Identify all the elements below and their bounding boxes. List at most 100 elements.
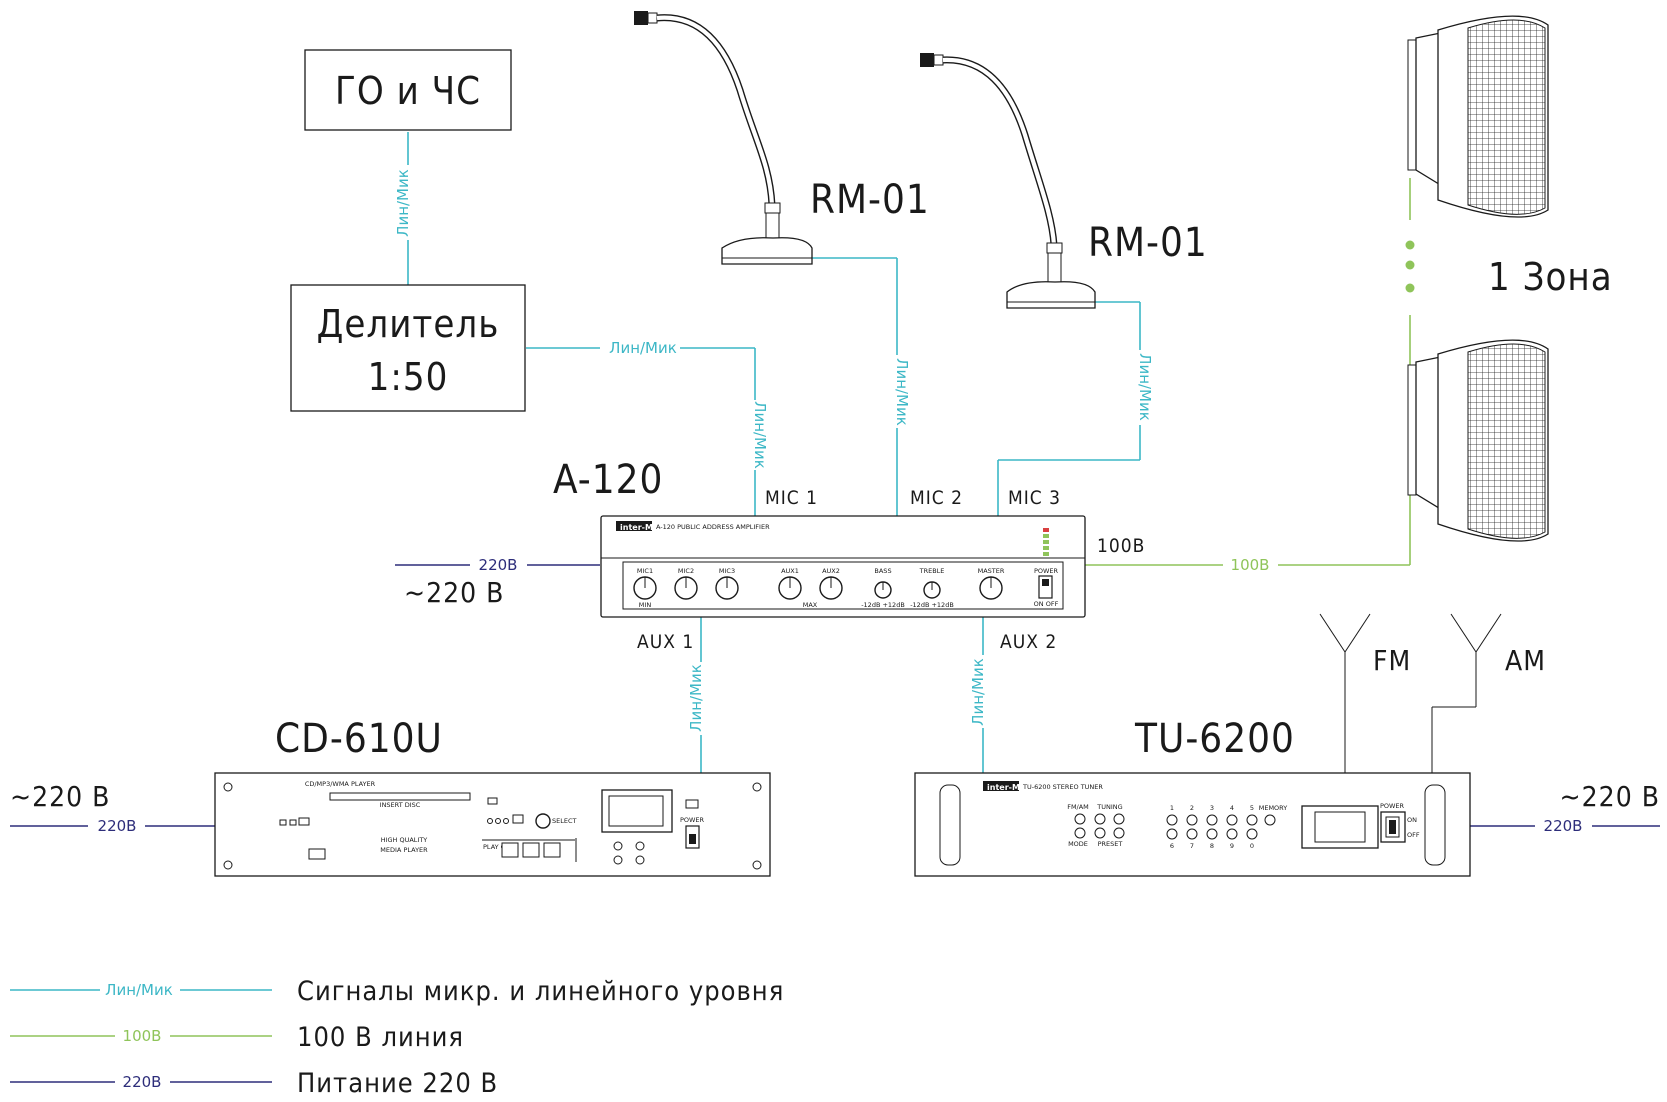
amp-knob-aux1[interactable]: AUX1 — [778, 567, 802, 600]
svg-text:POWER: POWER — [680, 816, 705, 824]
tuner-fm-am: FM/AM — [1067, 803, 1089, 811]
tuner-preset: PRESET — [1098, 840, 1123, 848]
cd-button-3[interactable] — [543, 842, 561, 858]
svg-text:OFF: OFF — [1407, 831, 1420, 839]
amp-knob-aux2[interactable]: AUX2 — [819, 567, 843, 600]
port-aux2: AUX 2 — [1000, 631, 1057, 653]
svg-text:Лин/Мик: Лин/Мик — [394, 169, 412, 237]
cd-play-ctrl: PLAY CTRL — [483, 843, 518, 851]
cd-disc-slot[interactable] — [329, 792, 471, 801]
svg-text:POWER: POWER — [1380, 802, 1405, 810]
svg-text:100В: 100В — [123, 1027, 162, 1045]
svg-text:220В: 220В — [123, 1073, 162, 1091]
wire-label-220v-amp: 220В — [479, 556, 518, 574]
svg-text:2: 2 — [1190, 804, 1194, 812]
mains-label-tuner: ~220 В — [1560, 780, 1660, 813]
svg-text:TREBLE: TREBLE — [919, 567, 945, 575]
svg-text:BASS: BASS — [874, 567, 891, 575]
tuner-mode: MODE — [1068, 840, 1088, 848]
cd-slogan-1: HIGH QUALITY — [381, 836, 428, 844]
port-aux1: AUX 1 — [637, 631, 694, 653]
antenna-fm — [1319, 613, 1371, 773]
divider-label: Делитель — [317, 302, 500, 346]
usb-port[interactable] — [308, 848, 326, 860]
gooseneck-microphone-1 — [634, 11, 813, 265]
cd-button-2[interactable] — [522, 842, 540, 858]
svg-text:Сигналы микр. и линейного уров: Сигналы микр. и линейного уровня — [297, 976, 784, 1007]
svg-text:POWER: POWER — [1034, 567, 1059, 575]
legend: Лин/Мик Сигналы микр. и линейного уровня… — [10, 976, 784, 1099]
amp-knob-mic2[interactable]: MIC2 — [674, 567, 698, 600]
tuner-tuning: TUNING — [1096, 803, 1122, 811]
amp-title: A-120 PUBLIC ADDRESS AMPLIFIER — [656, 523, 770, 531]
svg-text:Питание 220 В: Питание 220 В — [297, 1068, 498, 1099]
svg-text:7: 7 — [1190, 842, 1194, 850]
svg-text:3: 3 — [1210, 804, 1214, 812]
mains-label-amp: ~220 В — [404, 576, 504, 609]
amplifier-model-label: A-120 — [553, 457, 663, 503]
wire-label-220v-tuner: 220В — [1544, 817, 1583, 835]
amp-minmax-2: MAX — [803, 601, 818, 609]
speaker-top — [1407, 15, 1549, 218]
cd-insert-disc: INSERT DISC — [380, 801, 421, 809]
amplifier-a120: inter-M A-120 PUBLIC ADDRESS AMPLIFIER M… — [600, 515, 1086, 618]
svg-text:MIC2: MIC2 — [678, 567, 694, 575]
svg-text:5: 5 — [1250, 804, 1254, 812]
wire-label-100v: 100В — [1231, 556, 1270, 574]
svg-text:MASTER: MASTER — [978, 567, 1005, 575]
amp-treble-range: -12dB +12dB — [910, 601, 954, 609]
svg-text:AUX2: AUX2 — [822, 567, 840, 575]
svg-text:AUX1: AUX1 — [781, 567, 799, 575]
svg-text:Лин/Мик: Лин/Мик — [893, 358, 911, 426]
amp-bass-range: -12dB +12dB — [861, 601, 905, 609]
port-mic2: MIC 2 — [910, 487, 963, 509]
svg-text:Лин/Мик: Лин/Мик — [687, 664, 705, 732]
svg-text:Лин/Мик: Лин/Мик — [751, 401, 769, 469]
svg-text:1: 1 — [1170, 804, 1174, 812]
svg-text:4: 4 — [1230, 804, 1234, 812]
amp-knob-bass[interactable]: BASS — [874, 567, 892, 599]
svg-text:Лин/Мик: Лин/Мик — [1136, 353, 1154, 421]
tuner-brand: inter-M — [987, 783, 1020, 792]
legend-item-100v: 100В 100 В линия — [10, 1022, 464, 1053]
tuner-model-label: TU-6200 — [1134, 716, 1295, 762]
divider-box: Делитель 1:50 — [290, 284, 526, 412]
svg-text:100 В линия: 100 В линия — [297, 1022, 464, 1053]
svg-text:Лин/Мик: Лин/Мик — [969, 658, 987, 726]
amp-knob-mic3[interactable]: MIC3 — [715, 567, 739, 600]
tuner-power-switch[interactable]: POWER ON OFF — [1380, 802, 1420, 843]
cd-power-switch[interactable]: POWER — [680, 816, 705, 849]
svg-text:SELECT: SELECT — [552, 817, 576, 825]
svg-text:0: 0 — [1250, 842, 1254, 850]
mic2-model-label: RM-01 — [1088, 220, 1208, 266]
level-meter — [1043, 528, 1049, 556]
svg-text:ON OFF: ON OFF — [1034, 600, 1059, 608]
svg-text:8: 8 — [1210, 842, 1214, 850]
wire-label-220v-cd: 220В — [98, 817, 137, 835]
amp-knob-mic1[interactable]: MIC1 — [633, 567, 657, 600]
port-mic1: MIC 1 — [765, 487, 818, 509]
cd-title: CD/MP3/WMA PLAYER — [305, 780, 376, 788]
tuner-preset-buttons[interactable]: 1 2 3 4 5 6 7 8 9 0 — [1166, 804, 1258, 850]
amp-knob-master[interactable]: MASTER — [978, 567, 1005, 600]
amp-knob-treble[interactable]: TREBLE — [919, 567, 945, 599]
amp-minmax-1: MIN — [639, 601, 652, 609]
svg-text:6: 6 — [1170, 842, 1174, 850]
svg-text:ON: ON — [1407, 816, 1417, 824]
svg-text:Лин/Мик: Лин/Мик — [105, 981, 173, 999]
legend-item-220v: 220В Питание 220 В — [10, 1068, 498, 1099]
cd-select-knob[interactable]: SELECT — [535, 813, 576, 829]
svg-text:MIC3: MIC3 — [719, 567, 735, 575]
legend-item-signal: Лин/Мик Сигналы микр. и линейного уровня — [10, 976, 784, 1007]
am-label: AM — [1505, 644, 1546, 677]
amp-power-switch[interactable]: POWER ON OFF — [1034, 567, 1059, 608]
gooseneck-microphone-2 — [920, 53, 1096, 309]
mic1-model-label: RM-01 — [810, 177, 930, 223]
cd-player-cd610u: CD/MP3/WMA PLAYER INSERT DISC HIGH QUALI… — [214, 772, 771, 877]
tuner-title: TU-6200 STEREO TUNER — [1022, 783, 1103, 791]
cd-button-1[interactable] — [501, 842, 519, 858]
zone-label: 1 Зона — [1488, 255, 1613, 299]
amp-brand: inter-M — [620, 523, 653, 532]
antenna-am — [1431, 613, 1502, 773]
